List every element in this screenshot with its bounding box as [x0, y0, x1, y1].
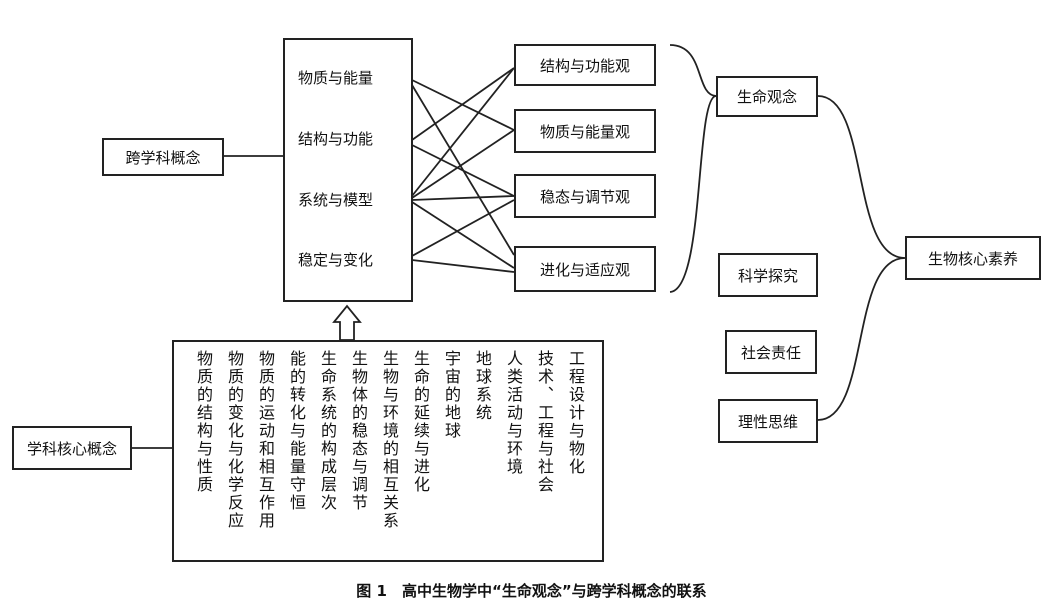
life-view-box: 进化与适应观 [514, 246, 656, 292]
competency-label: 科学探究 [737, 266, 798, 285]
life-view-box: 稳态与调节观 [514, 174, 656, 218]
discipline-item: 地球系统 [473, 350, 492, 422]
life-view-box: 物质与能量观 [514, 109, 656, 153]
life-view-label: 进化与适应观 [539, 260, 630, 279]
competency-box: 理性思维 [718, 399, 818, 443]
cross-items-box [283, 38, 413, 302]
cross-item: 物质与能量 [298, 69, 374, 87]
discipline-item: 生命的延续与进化 [411, 350, 430, 494]
discipline-item: 物质的变化与化学反应 [225, 350, 244, 530]
discipline-item: 宇宙的地球 [442, 350, 461, 440]
discipline-item: 生命系统的构成层次 [318, 350, 337, 512]
discipline-item: 生物与环境的相互关系 [380, 350, 399, 530]
discipline-item: 物质的结构与性质 [194, 350, 213, 494]
core-literacy-box: 生物核心素养 [905, 236, 1041, 280]
life-view-box: 结构与功能观 [514, 44, 656, 86]
discipline-core-label: 学科核心概念 [26, 439, 117, 458]
life-view-label: 物质与能量观 [539, 122, 630, 141]
competency-box: 社会责任 [725, 330, 817, 374]
life-view-label: 稳态与调节观 [539, 187, 630, 206]
discipline-item: 工程设计与物化 [566, 350, 585, 476]
cross-item: 稳定与变化 [298, 251, 374, 269]
life-concept-box: 生命观念 [716, 76, 818, 117]
competency-label: 社会责任 [740, 343, 801, 362]
discipline-item: 人类活动与环境 [504, 350, 523, 476]
life-view-label: 结构与功能观 [539, 56, 630, 75]
cross-concept-box: 跨学科概念 [102, 138, 224, 176]
discipline-item: 能的转化与能量守恒 [287, 350, 306, 512]
competency-label: 理性思维 [737, 412, 798, 431]
core-literacy-label: 生物核心素养 [927, 249, 1018, 268]
discipline-items-box [172, 340, 604, 562]
figure-caption: 图 1 高中生物学中“生命观念”与跨学科概念的联系 [356, 582, 707, 600]
cross-item: 系统与模型 [298, 191, 374, 209]
cross-item: 结构与功能 [298, 130, 374, 148]
cross-concept-label: 跨学科概念 [125, 148, 201, 167]
discipline-item: 技术、工程与社会 [535, 350, 554, 494]
discipline-item: 生物体的稳态与调节 [349, 350, 368, 512]
competency-box: 科学探究 [718, 253, 818, 297]
discipline-item: 物质的运动和相互作用 [256, 350, 275, 530]
discipline-core-box: 学科核心概念 [12, 426, 132, 470]
life-concept-label: 生命观念 [736, 88, 797, 106]
